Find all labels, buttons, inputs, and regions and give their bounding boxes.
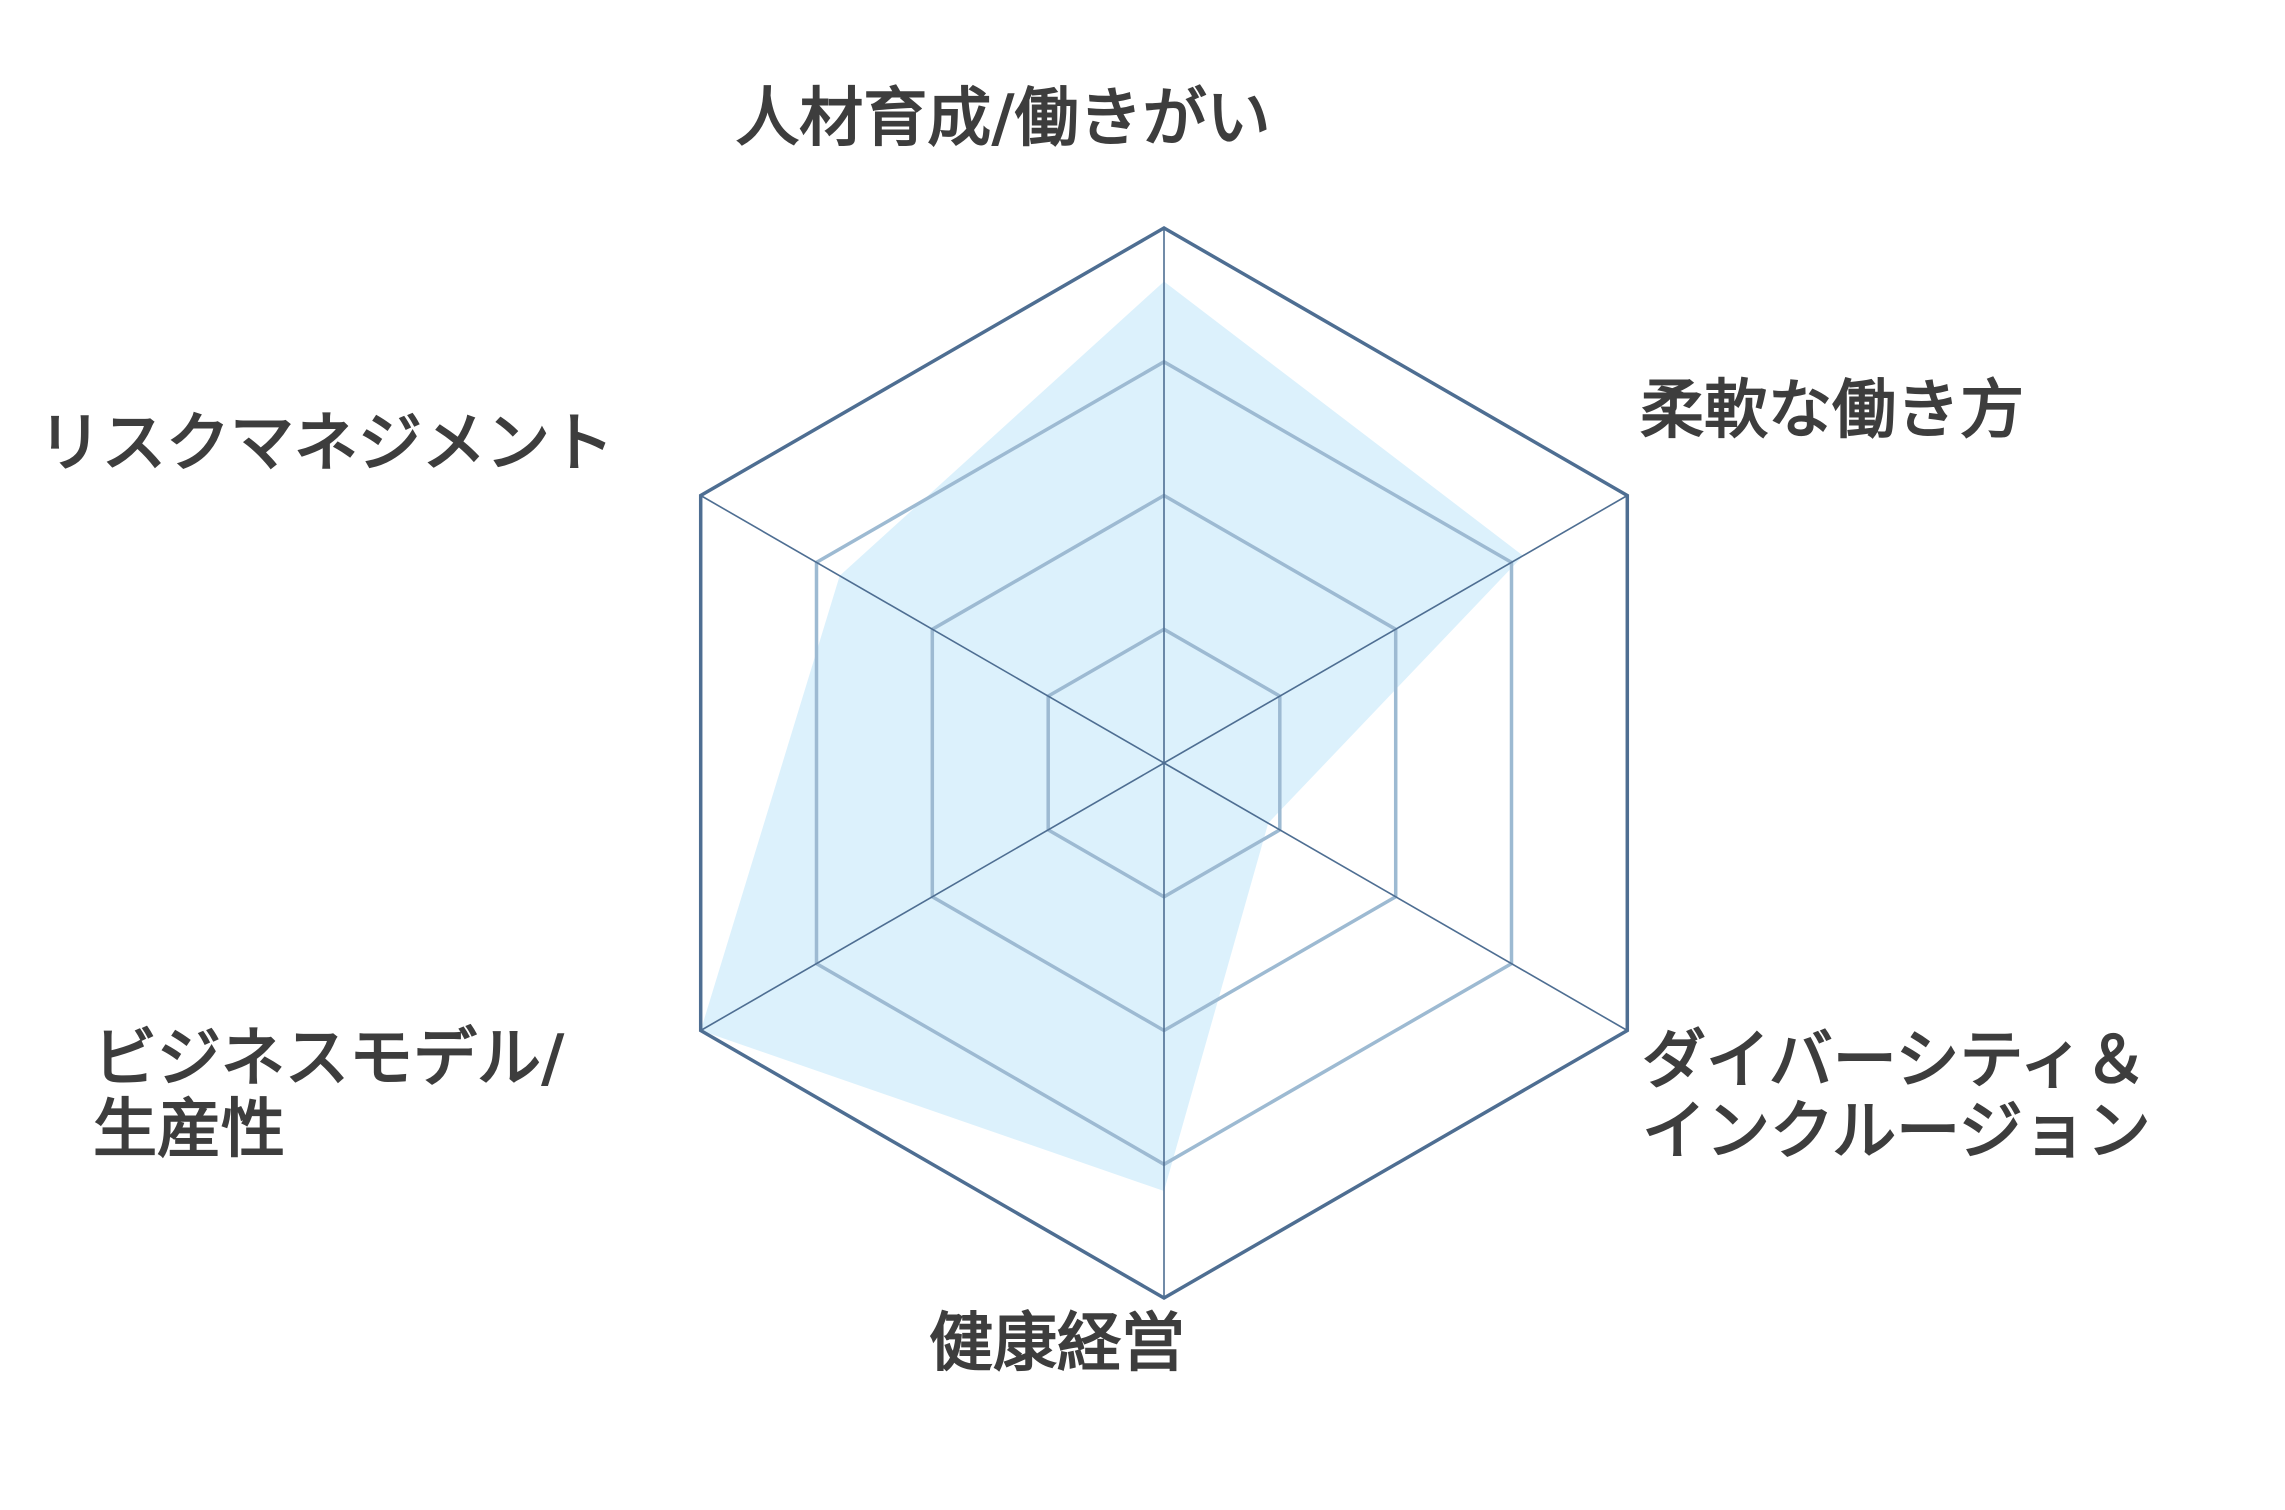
series-area-1 bbox=[700, 281, 1524, 1191]
axis-label-6: リスクマネジメント bbox=[38, 407, 614, 481]
axis-label-2: 柔軟な働き方 bbox=[1640, 374, 2024, 448]
axis-label-3: ダイバーシティ＆インクルージョン bbox=[1642, 1024, 2151, 1169]
spoke-3 bbox=[1163, 762, 1628, 1032]
series-fill-layer bbox=[700, 281, 1524, 1191]
spoke-layer bbox=[700, 228, 1628, 1298]
axis-label-6-line-1: リスクマネジメント bbox=[38, 407, 614, 481]
axis-label-5: ビジネスモデル/生産性 bbox=[93, 1022, 565, 1167]
axis-label-2-line-1: 柔軟な働き方 bbox=[1640, 374, 2024, 448]
axis-label-3-line-2: インクルージョン bbox=[1642, 1095, 2151, 1169]
spoke-5 bbox=[700, 762, 1165, 1032]
axis-label-1: 人材育成/働きがい bbox=[735, 82, 1270, 156]
axis-label-1-line-1: 人材育成/働きがい bbox=[735, 82, 1270, 156]
axis-label-4: 健康経営 bbox=[929, 1307, 1185, 1381]
axis-label-5-line-1: ビジネスモデル/ bbox=[93, 1022, 565, 1096]
spoke-6 bbox=[700, 494, 1165, 764]
spoke-2 bbox=[1163, 494, 1628, 764]
axis-label-3-line-1: ダイバーシティ＆ bbox=[1642, 1024, 2148, 1098]
axis-label-5-line-2: 生産性 bbox=[93, 1093, 285, 1167]
axis-label-4-line-1: 健康経営 bbox=[929, 1307, 1185, 1381]
